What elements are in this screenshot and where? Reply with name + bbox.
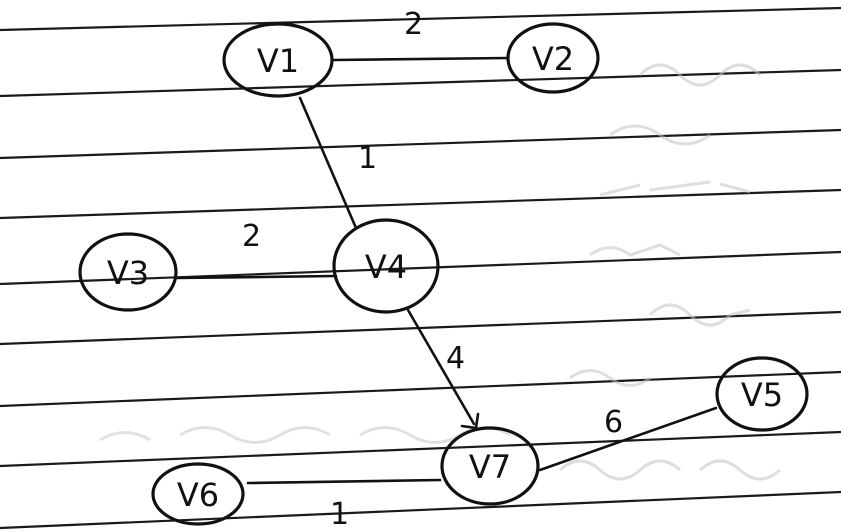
edge-v1-v2 [332,56,510,62]
weight-v6-v7: 1 [330,497,349,532]
node-v3: V3 [78,232,178,312]
edge-v7-v5 [538,406,718,472]
edge-v6-v7 [246,478,442,485]
node-v7: V7 [440,426,540,506]
weight-v4-v7: 4 [446,341,465,376]
edge-v3-v4 [174,274,338,280]
node-v4: V4 [332,218,440,314]
node-v2: V2 [506,22,600,94]
node-v7-label: V7 [469,448,511,486]
node-v4-label: V4 [365,248,407,286]
bleed-through-scribbles [99,63,782,481]
weight-v3-v4: 2 [242,219,261,254]
ruled-lines [0,6,841,530]
node-v3-label: V3 [107,254,149,292]
node-v2-label: V2 [532,40,574,78]
nodes: V1 V2 V3 V4 V5 V6 [78,22,809,526]
node-v6-label: V6 [177,476,219,514]
node-v6: V6 [151,462,245,526]
edge-v1-v4 [298,96,358,230]
node-v1: V1 [222,22,334,98]
edges [174,56,718,485]
weight-v7-v5: 6 [604,405,623,440]
weight-v1-v2: 2 [404,7,423,42]
node-v5: V5 [715,356,809,432]
node-v1-label: V1 [257,42,299,80]
weight-v1-v4: 1 [358,141,377,176]
node-v5-label: V5 [741,376,783,414]
edge-weights: 2 1 2 4 6 1 [242,7,623,532]
edge-v4-v7 [406,308,476,426]
